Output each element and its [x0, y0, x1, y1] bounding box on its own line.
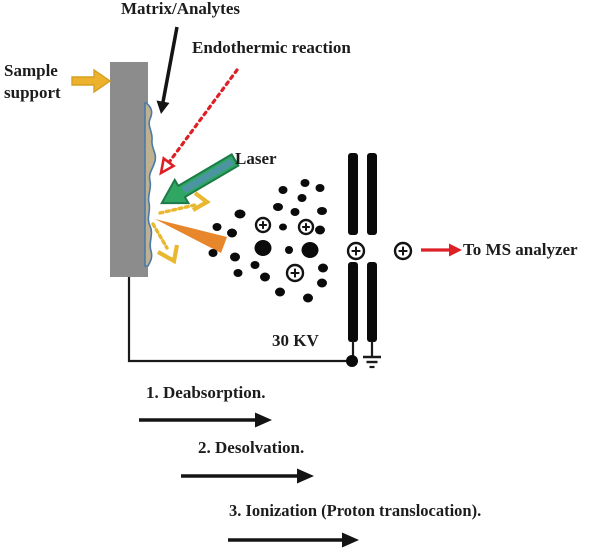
particle-dot [260, 272, 270, 282]
sample-support-label-line1: Sample [4, 61, 58, 80]
matrix-label-arrow-icon [156, 26, 179, 114]
voltage-label: 30 KV [272, 331, 319, 350]
particle-dot [234, 209, 246, 219]
sample-support-label: Sample support [4, 60, 61, 104]
particle-dot [275, 287, 285, 297]
step1-arrow-icon [139, 412, 272, 428]
sample-support-arrow-icon [71, 68, 112, 94]
desorption-plume-arrow-icon [155, 219, 227, 253]
positive-ion-symbol [285, 263, 305, 283]
extraction-grid-right [367, 153, 377, 342]
extraction-grid-left [348, 153, 358, 342]
endothermic-reaction-label: Endothermic reaction [192, 38, 351, 57]
particle-dot [317, 207, 327, 215]
laser-label: Laser [235, 149, 277, 168]
ground-icon [363, 341, 381, 369]
particle-dot [230, 252, 240, 262]
matrix-analytes-label: Matrix/Analytes [121, 0, 240, 18]
particle-dot [278, 186, 288, 194]
positive-ion-symbol [346, 241, 366, 261]
particle-dot [285, 246, 293, 254]
step2-label: 2. Desolvation. [198, 438, 305, 457]
particle-dot [227, 228, 237, 238]
sample-support-label-line2: support [4, 83, 61, 102]
particle-dot [301, 242, 319, 258]
step1-label: 1. Deabsorption. [146, 383, 266, 402]
endothermic-arrow-icon [159, 68, 239, 176]
sample-support-bar [110, 62, 148, 277]
laser-arrow-icon [160, 153, 240, 205]
to-ms-arrow-icon [421, 243, 462, 257]
particle-dot [315, 184, 325, 192]
particle-dot [273, 203, 283, 211]
step3-label: 3. Ionization (Proton translocation). [229, 501, 482, 520]
ion-symbols [254, 216, 413, 283]
particle-dot [318, 263, 328, 273]
matrix-layer [144, 102, 157, 267]
hv-wire [127, 277, 358, 367]
particle-dot [279, 223, 287, 231]
positive-ion-symbol [393, 241, 413, 261]
step2-arrow-icon [181, 468, 314, 484]
particle-dot [315, 225, 325, 235]
particle-dot [303, 293, 313, 303]
particle-dot [250, 261, 260, 269]
particle-dot [208, 249, 218, 257]
particle-dot [317, 278, 327, 288]
particle-dot [212, 223, 222, 231]
particle-cloud [208, 179, 328, 303]
particle-dot [300, 179, 310, 187]
particle-dot [254, 240, 272, 256]
positive-ion-symbol [254, 216, 272, 234]
positive-ion-symbol [297, 218, 315, 236]
particle-dot [297, 194, 307, 202]
particle-dot [290, 208, 300, 216]
step3-arrow-icon [228, 532, 359, 548]
junction-dot [346, 355, 358, 367]
scatter-arrow-lower-icon [151, 222, 180, 265]
to-ms-analyzer-label: To MS analyzer [463, 240, 578, 259]
scatter-arrow-upper-icon [158, 191, 211, 215]
particle-dot [233, 269, 243, 277]
